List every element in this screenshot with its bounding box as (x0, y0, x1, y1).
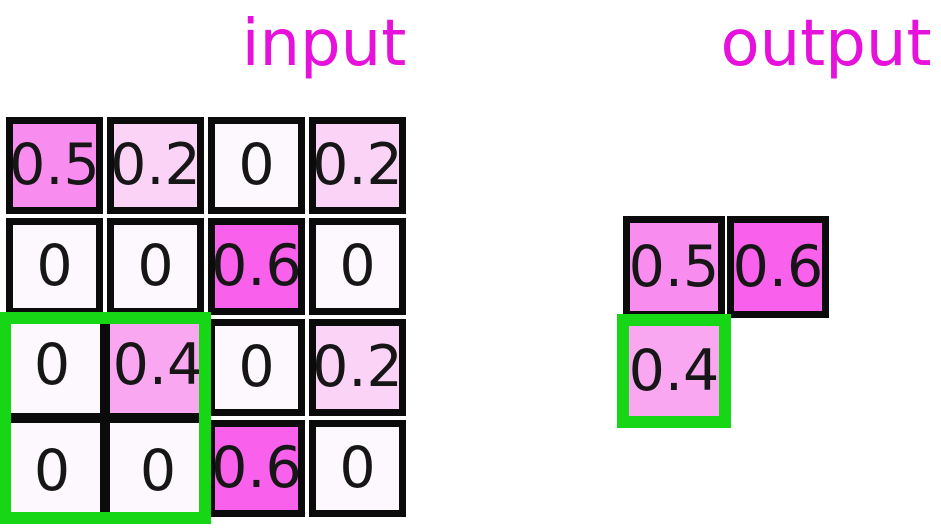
output-cell-r0-c0: 0.5 (623, 216, 725, 318)
input-cell-r3-c1: 0 (105, 418, 206, 519)
input-cell-r2-c0: 0 (4, 317, 105, 418)
input-cell-r1-c3: 0 (309, 218, 406, 315)
input-cell-r1-c1: 0 (107, 218, 204, 315)
input-cell-r0-c0: 0.5 (6, 117, 103, 214)
output-title: output (720, 7, 932, 81)
input-cell-r0-c1: 0.2 (107, 117, 204, 214)
input-cell-r3-c3: 0 (309, 420, 406, 517)
input-cell-r0-c3: 0.2 (309, 117, 406, 214)
input-title: input (241, 7, 407, 81)
output-cell-r1-c0: 0.4 (622, 319, 726, 423)
input-cell-r3-c2: 0.6 (208, 420, 305, 517)
input-cell-r1-c0: 0 (6, 218, 103, 315)
input-cell-r1-c2: 0.6 (208, 218, 305, 315)
input-cell-r2-c1: 0.4 (105, 317, 206, 418)
input-cell-r2-c2: 0 (208, 319, 305, 416)
output-cell-r0-c1: 0.6 (727, 216, 829, 318)
input-cell-r2-c3: 0.2 (309, 319, 406, 416)
input-cell-r3-c0: 0 (4, 418, 105, 519)
input-cell-r0-c2: 0 (208, 117, 305, 214)
